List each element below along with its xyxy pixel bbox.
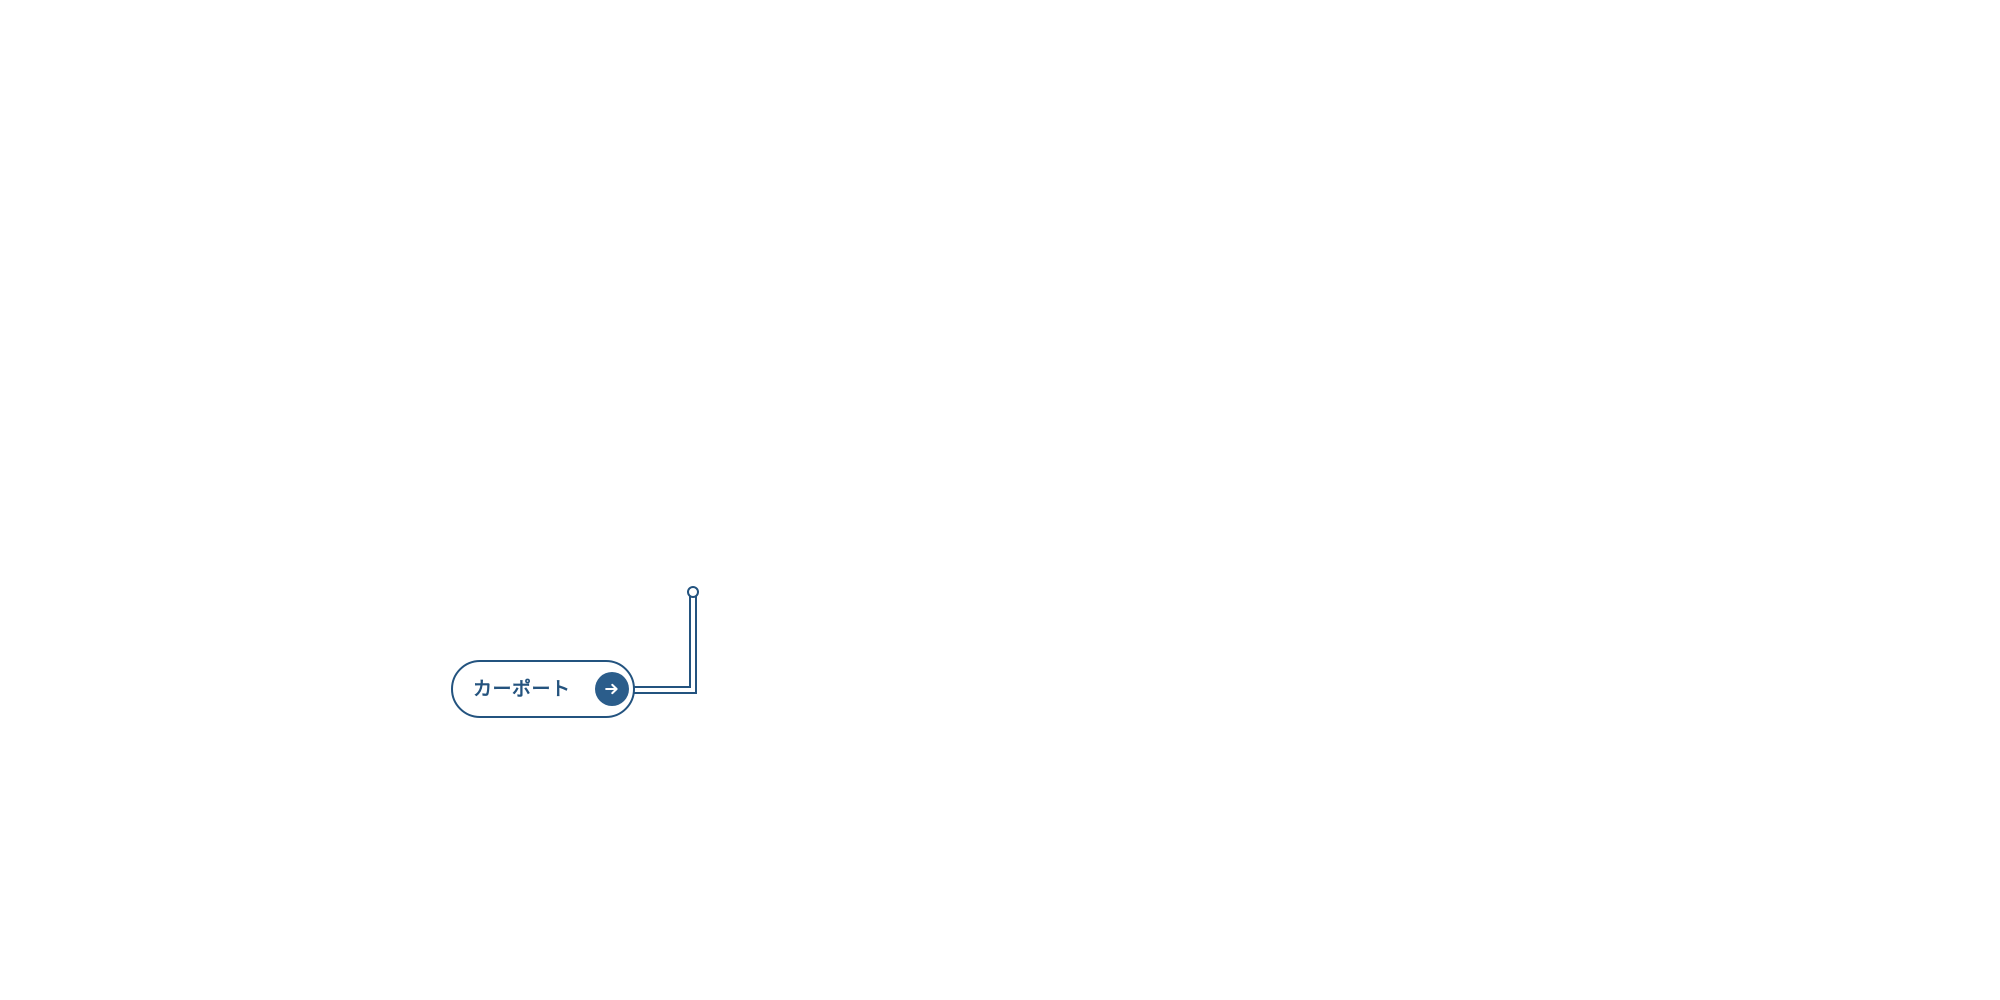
connector-line-inner: [633, 596, 691, 688]
connector-endpoint-circle: [687, 586, 699, 598]
arrow-right-icon: [605, 683, 618, 695]
carport-node-label: カーポート: [473, 677, 571, 700]
carport-node[interactable]: カーポート: [451, 660, 635, 718]
node-arrow-button[interactable]: [595, 672, 629, 706]
connector-line-outer: [633, 596, 697, 694]
